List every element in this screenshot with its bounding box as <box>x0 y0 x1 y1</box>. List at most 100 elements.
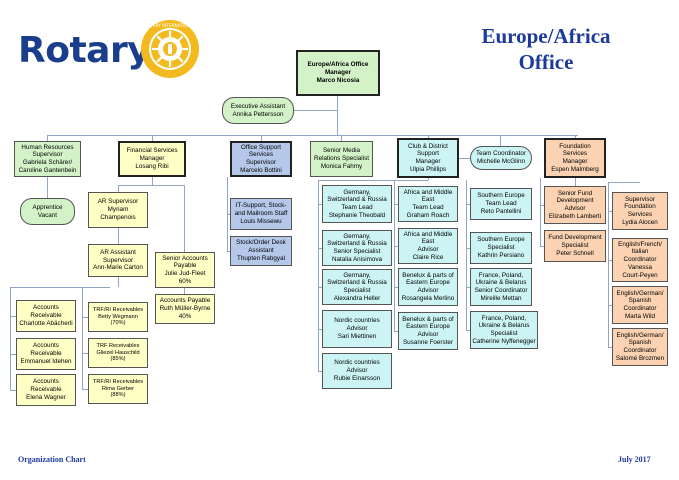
node-text-line: Senior Media <box>322 147 361 155</box>
connector-line <box>428 135 429 138</box>
node-text-line: Specialist <box>490 330 518 337</box>
node-text-line: Relations Specialist <box>314 155 369 163</box>
node-text-line: Eastern Europe <box>406 323 450 331</box>
node-text-line: Senior Accounts <box>162 254 208 262</box>
node-text-line: Executive Assistant <box>230 102 286 110</box>
connector-line <box>337 96 338 136</box>
node-text-line: Vacant <box>37 211 58 219</box>
node-text-line: Susanne Foerster <box>402 338 454 346</box>
connector-line <box>10 316 16 317</box>
node-text-line: Coordinator <box>623 305 657 312</box>
connector-line <box>118 185 119 192</box>
node-text-line: Southern Europe <box>477 236 525 244</box>
node-text-line: Team Lead <box>341 204 373 211</box>
node-text-line: Advisor <box>417 246 439 253</box>
connector-line <box>318 180 428 181</box>
connector-line <box>394 246 398 247</box>
connector-line <box>341 135 342 141</box>
node-text-line: Marta Wild <box>624 312 656 320</box>
node-text-line: Advisor <box>417 331 439 338</box>
connector-line <box>608 305 612 306</box>
connector-line <box>394 287 398 288</box>
connector-line <box>47 177 48 198</box>
node-text-line: Rosangela Merlino <box>401 294 455 302</box>
node-text-line: Rubie Einarsson <box>333 374 381 382</box>
node-text-line: Receivable <box>30 386 62 394</box>
connector-line <box>227 214 230 215</box>
connector-line <box>318 329 322 330</box>
node-text-line: Spanish <box>628 339 652 347</box>
connector-line <box>10 354 16 355</box>
node-text-line: Services <box>627 211 653 218</box>
node-text-line: Supervisor <box>245 159 277 166</box>
node-text-line: Charlotte Abächerli <box>19 319 73 327</box>
connector-line <box>82 353 88 354</box>
node-text-line: English/German/ <box>616 331 664 339</box>
node-text-line: Fund Development <box>548 234 602 242</box>
node-text-line: Receivable <box>30 312 62 320</box>
rotary-logo-text: Rotary <box>18 30 151 71</box>
footer-left: Organization Chart <box>18 455 86 464</box>
connector-line <box>118 277 119 287</box>
node-text-line: Manager <box>325 69 351 77</box>
node-text-line: 40% <box>178 312 192 320</box>
connector-line <box>318 287 322 288</box>
connector-line <box>394 204 398 205</box>
node-text-line: Germany, <box>343 232 371 240</box>
node-text-line: Development <box>556 197 594 205</box>
connector-line <box>540 246 544 247</box>
node-text-line: Ann-Marie Carton <box>93 264 143 272</box>
node-text-line: Nordic countries <box>334 359 380 367</box>
connector-line <box>118 228 119 244</box>
logo-ring-text: ROTARY INTERNATIONAL <box>144 23 196 28</box>
node-text-line: Specialist <box>561 242 589 250</box>
connector-line <box>608 182 609 348</box>
node-text-line: Financial Services <box>126 147 178 155</box>
node-text-line: Catherine Nyffenegger <box>472 337 536 345</box>
rotary-wheel-icon: ROTARY INTERNATIONAL <box>141 20 199 78</box>
node-text-line: Accounts Payable <box>159 297 211 305</box>
node-text-line: Foundation <box>624 203 656 211</box>
node-text-line: Coordinator <box>623 347 657 354</box>
node-text-line: Team Coordinator <box>475 150 527 158</box>
connector-line <box>10 390 16 391</box>
connector-line <box>47 135 578 136</box>
page-title-line2: Office <box>518 50 574 74</box>
node-text-line: Team Lead <box>412 204 444 211</box>
node-text-line: (85%) <box>110 356 126 363</box>
node-text-line: Myriam <box>107 206 129 214</box>
node-text-line: Supervisor <box>32 151 63 159</box>
connector-line <box>608 260 612 261</box>
node-text-line: Emmanuel Idehen <box>20 357 72 365</box>
node-text-line: Mireille Mettan <box>480 294 522 302</box>
node-text-line: Louis Missewu <box>240 217 282 225</box>
node-text-line: Senior Fund <box>557 189 593 197</box>
connector-line <box>459 158 470 159</box>
connector-line <box>261 135 262 141</box>
node-text-line: Advisor <box>417 287 439 294</box>
connector-line <box>10 287 11 390</box>
node-text-line: Club & District <box>408 142 448 150</box>
node-text-line: Ulpia Phillips <box>409 165 447 173</box>
node-text-line: Specialist <box>487 244 515 252</box>
connector-line <box>608 182 640 183</box>
node-text-line: Monica Fahmy <box>320 162 363 170</box>
node-text-line: Marco Nicosia <box>316 76 360 84</box>
node-text-line: Ukraine & Belarus <box>478 322 530 330</box>
node-text-line: (70%) <box>110 320 126 327</box>
connector-line <box>184 288 185 294</box>
node-text-line: Senior Coordinator <box>474 287 528 294</box>
node-text-line: Caroline Gantenbein <box>18 166 77 174</box>
